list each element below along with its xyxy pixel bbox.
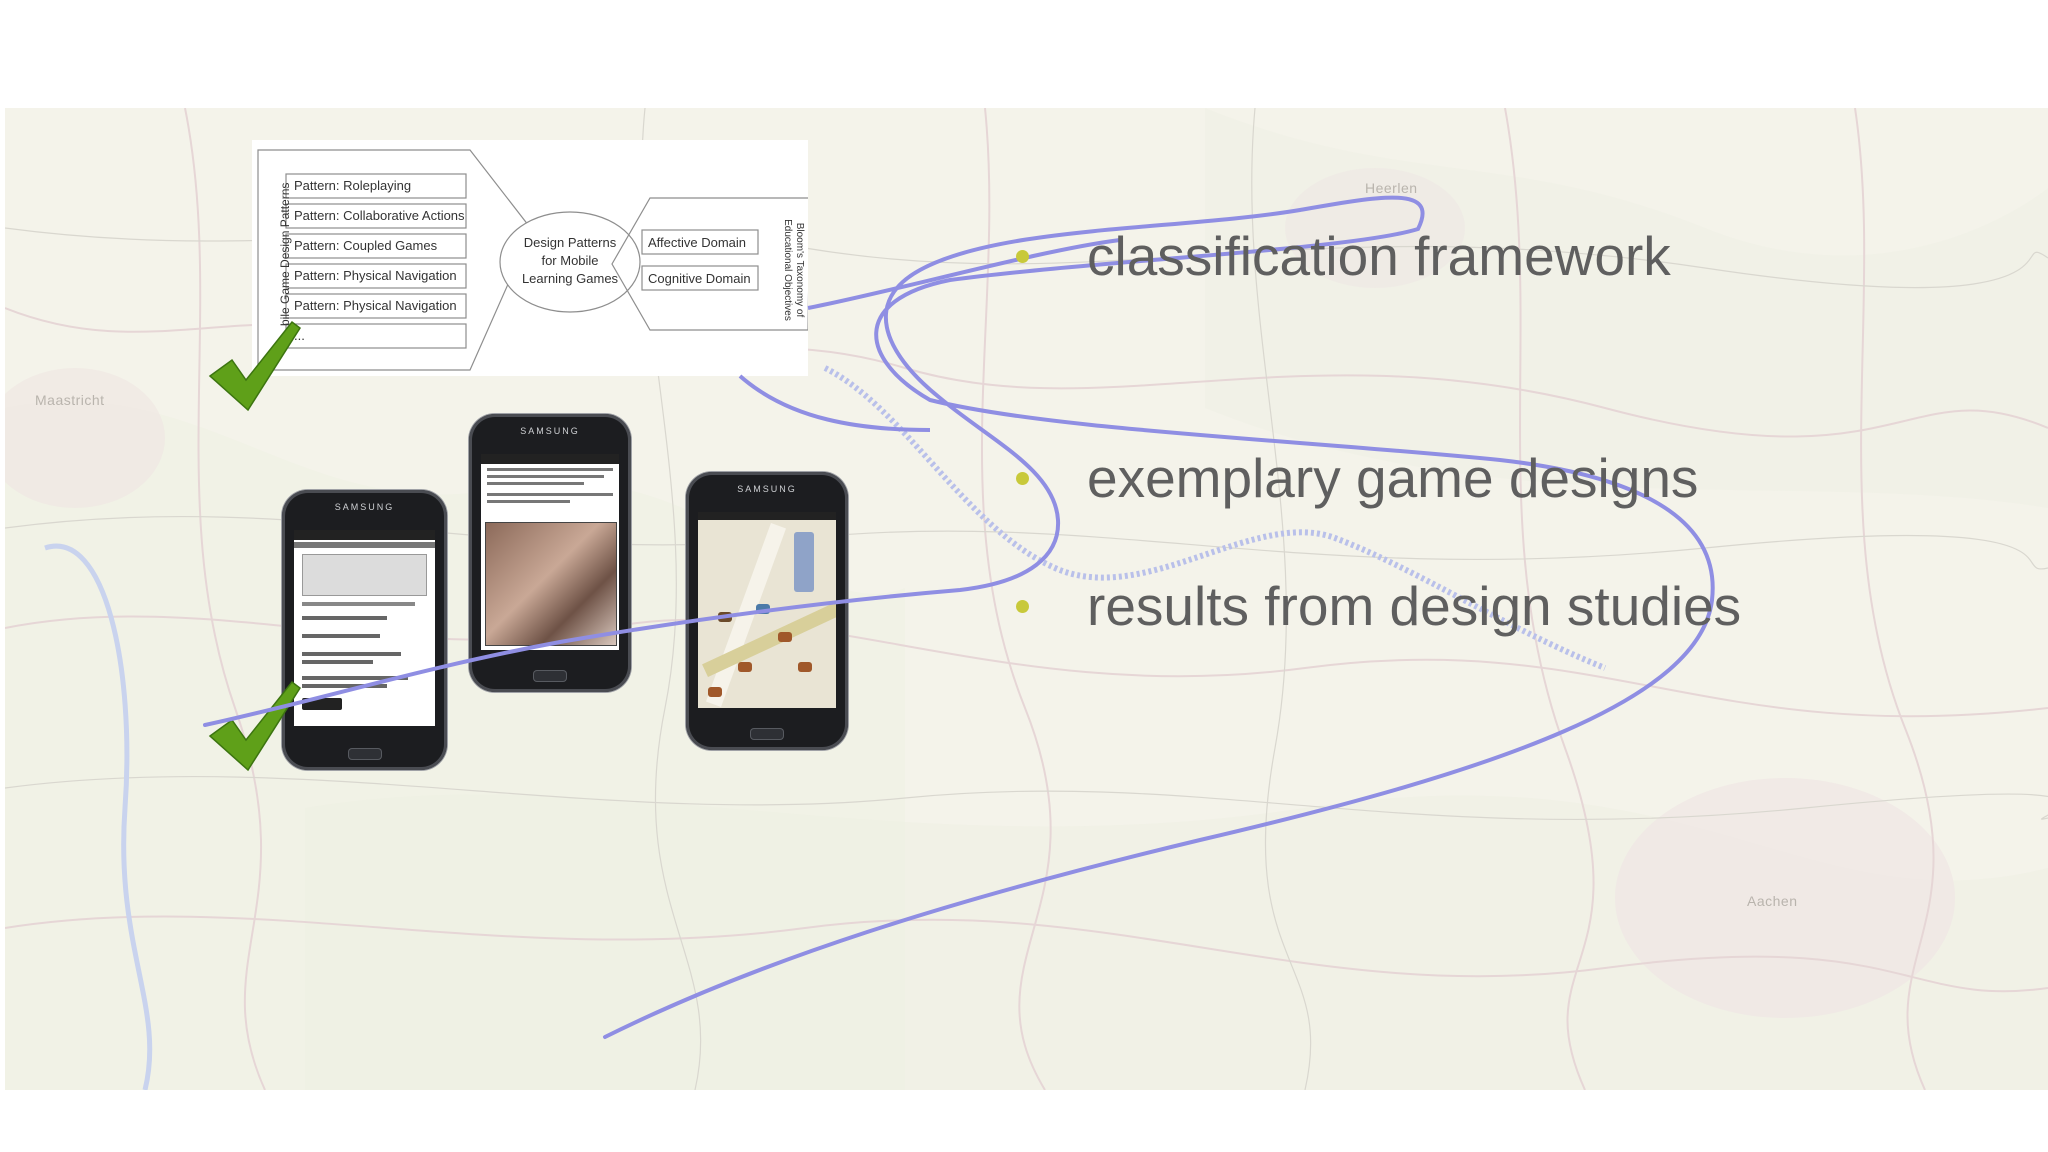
- pattern-item: Pattern: Coupled Games: [294, 238, 438, 253]
- phone-quiz: SAMSUNG: [282, 490, 447, 770]
- figure-right-label: Bloom's Taxonomy of Educational Objectiv…: [782, 219, 805, 321]
- map-label-maastricht: Maastricht: [35, 392, 105, 408]
- phone-screen-map: [698, 512, 836, 708]
- map-label-aachen: Aachen: [1747, 893, 1798, 909]
- bullet-item-game-designs: exemplary game designs: [1016, 447, 1699, 509]
- bullet-dot-icon: [1016, 471, 1029, 485]
- phone-home-button: [533, 670, 567, 682]
- bullet-text: exemplary game designs: [1087, 447, 1699, 509]
- checkmark-icon: [208, 680, 302, 772]
- domain-affective: Affective Domain: [648, 235, 747, 250]
- pattern-item: Pattern: Physical Navigation: [294, 298, 457, 313]
- figure-side-label: bile Game Design Patterns: [278, 182, 292, 326]
- bullet-text: results from design studies: [1087, 575, 1742, 637]
- bullet-text: classification framework: [1087, 225, 1671, 287]
- phone-photo: SAMSUNG: [469, 414, 631, 692]
- pattern-item: Pattern: Roleplaying: [294, 178, 412, 193]
- phone-map: SAMSUNG: [686, 472, 848, 750]
- checkmark-icon: [208, 320, 302, 412]
- map-label-heerlen: Heerlen: [1365, 180, 1418, 196]
- pattern-item: Pattern: Physical Navigation: [294, 268, 457, 283]
- bullet-item-classification: classification framework: [1016, 225, 1671, 287]
- pattern-item: Pattern: Collaborative Actions: [294, 208, 465, 223]
- design-patterns-figure: bile Game Design Patterns Pattern: Rolep…: [252, 140, 808, 376]
- phone-screen-quiz: [294, 530, 435, 726]
- figure-center-label: Design Patterns for Mobile Learning Game…: [521, 235, 619, 286]
- phone-home-button: [347, 748, 382, 760]
- phone-screen-photo: [481, 454, 619, 650]
- domain-cognitive: Cognitive Domain: [648, 271, 751, 286]
- phone-home-button: [750, 728, 784, 740]
- bullet-item-design-studies: results from design studies: [1016, 575, 1742, 637]
- bullet-dot-icon: [1016, 249, 1029, 263]
- bullet-dot-icon: [1016, 599, 1029, 613]
